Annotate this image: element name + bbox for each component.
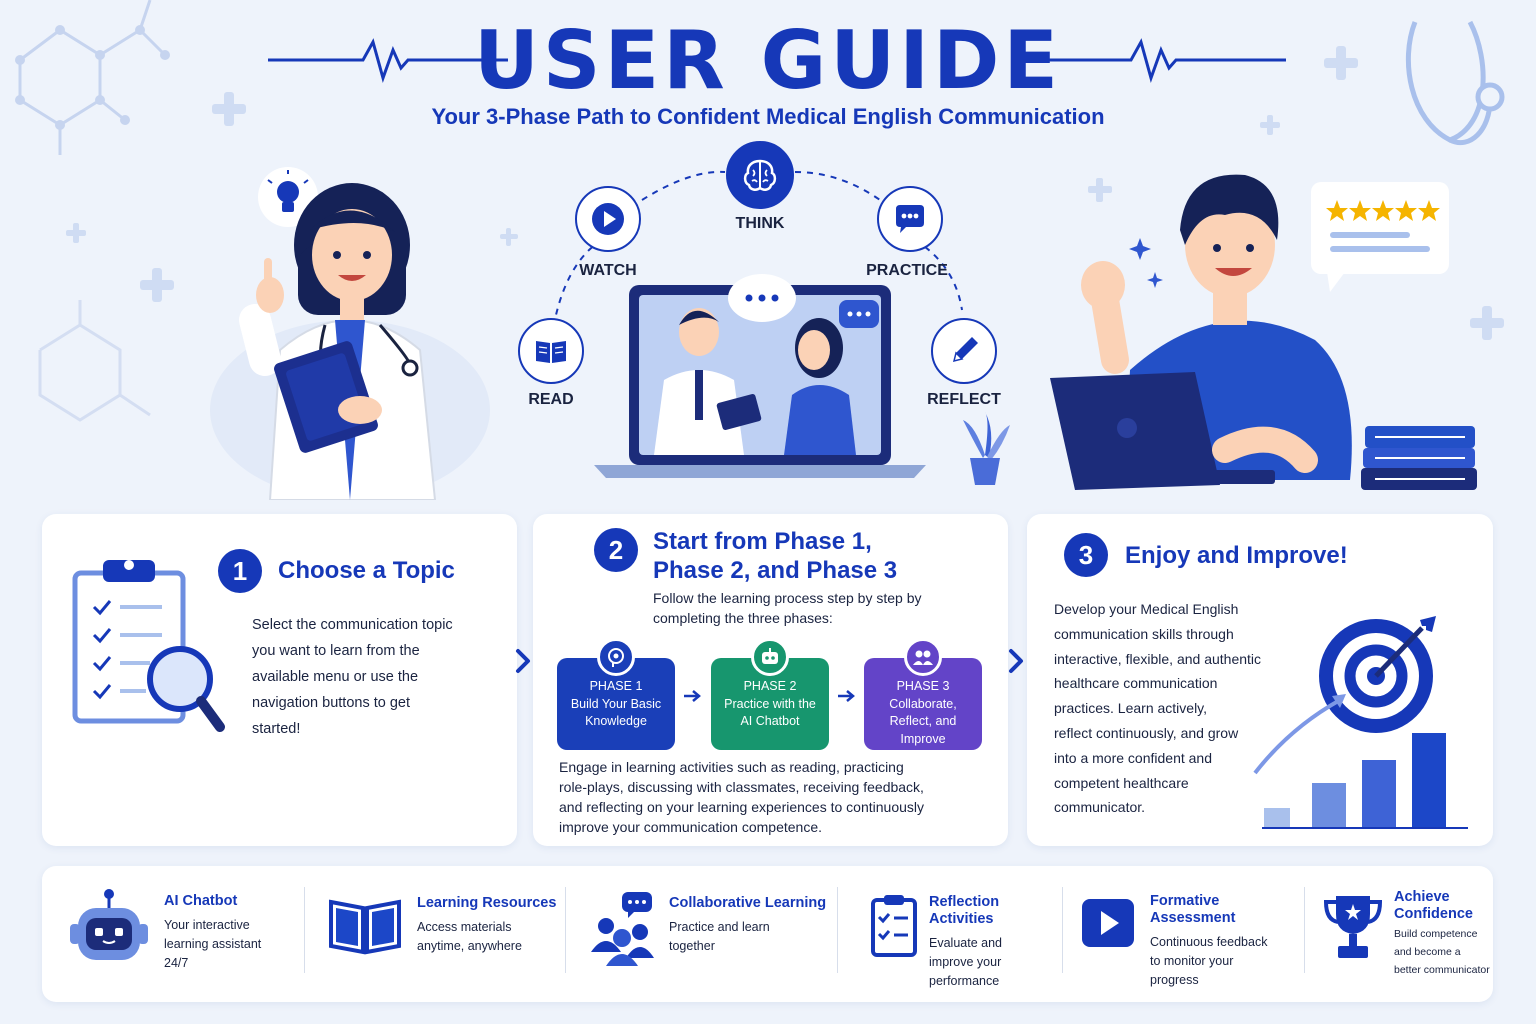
read-label: READ [528,391,574,408]
phase-1-card[interactable]: PHASE 1 Build Your Basic Knowledge [557,658,675,750]
trophy-icon [1323,896,1383,958]
chevron-right-icon [516,649,530,673]
student-illustration [1050,174,1477,490]
feature-divider [1304,887,1305,973]
laptop-video-call [594,274,926,478]
head-gear-icon [597,638,635,676]
watch-label: WATCH [579,262,637,279]
practice-label: PRACTICE [866,262,948,279]
play-icon [592,203,624,235]
open-book-icon [536,341,566,363]
reflect-circle [931,318,997,384]
think-label: THINK [735,215,785,232]
page-title: USER GUIDE [473,14,1063,107]
plant-icon [963,412,1010,485]
chevron-right-icon [1009,649,1023,673]
step-description-3: Develop your Medical English communicati… [1054,601,1262,816]
doctor-illustration [210,167,490,500]
feature-collaborative-learning: Collaborative Learning Practice and lear… [669,895,827,953]
step-outro-2: Engage in learning activities such as re… [559,759,925,835]
feature-formative-assessment: Formative Assessment Continuous feedback… [1150,893,1268,987]
step-title-3: Enjoy and Improve! [1125,542,1348,569]
arrow-right-icon [838,690,855,702]
robot-icon [70,889,148,960]
feature-learning-resources: Learning Resources Access materials anyt… [417,895,557,953]
clipboard-search-icon [72,560,225,732]
practice-circle [877,186,943,252]
arrow-right-icon [684,690,701,702]
read-circle [518,318,584,384]
feature-divider [565,887,566,973]
play-button-icon [1082,899,1134,947]
rating-card [1311,182,1449,292]
five-stars-icon [1326,200,1440,221]
step-title-2: Start from Phase 1, Phase 2, and Phase 3 [653,528,898,584]
step-description-1: Select the communication topic you want … [252,617,453,737]
book-icon [329,899,401,955]
think-circle [726,141,794,209]
feature-divider [304,887,305,973]
heartbeat-line-left [268,38,508,83]
step-title-1: Choose a Topic [278,557,455,584]
chat-bubble-icon [896,205,924,233]
checklist-icon [871,895,917,957]
brain-icon [743,159,777,191]
robot-small-icon [751,638,789,676]
step-number-3: 3 [1064,533,1108,577]
heartbeat-line-right [1046,38,1286,83]
feature-ai-chatbot: AI Chatbot Your interactive learning ass… [164,893,262,970]
features-bar [42,866,1493,1002]
step-number-2: 2 [594,528,638,572]
reflect-label: REFLECT [927,391,1001,408]
group-icon [904,638,942,676]
phase-2-card[interactable]: PHASE 2 Practice with the AI Chatbot [711,658,829,750]
feature-divider [1062,887,1063,973]
step-number-1: 1 [218,549,262,593]
watch-circle [575,186,641,252]
target-growth-icon [1253,616,1468,829]
people-chat-icon [591,892,654,966]
pencil-icon [952,337,978,363]
step-intro-2: Follow the learning process step by step… [653,590,922,626]
feature-achieve-confidence: Achieve Confidence Build competence and … [1394,889,1490,976]
feature-reflection-activities: Reflection Activities Evaluate and impro… [929,894,1002,988]
page-subtitle: Your 3-Phase Path to Confident Medical E… [431,104,1105,129]
feature-divider [837,887,838,973]
